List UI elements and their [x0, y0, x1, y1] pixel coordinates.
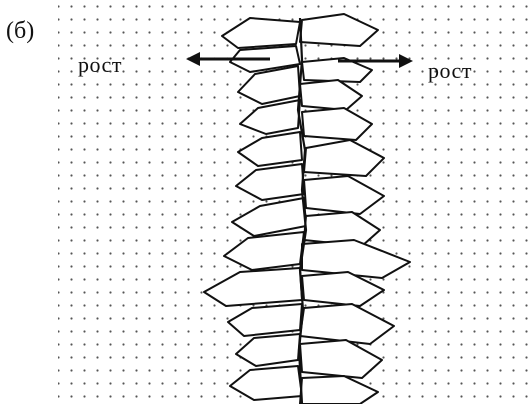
panel-label: (б): [6, 18, 34, 45]
growth-label-right: рост: [428, 58, 472, 84]
growth-label-left: рост: [78, 52, 122, 78]
